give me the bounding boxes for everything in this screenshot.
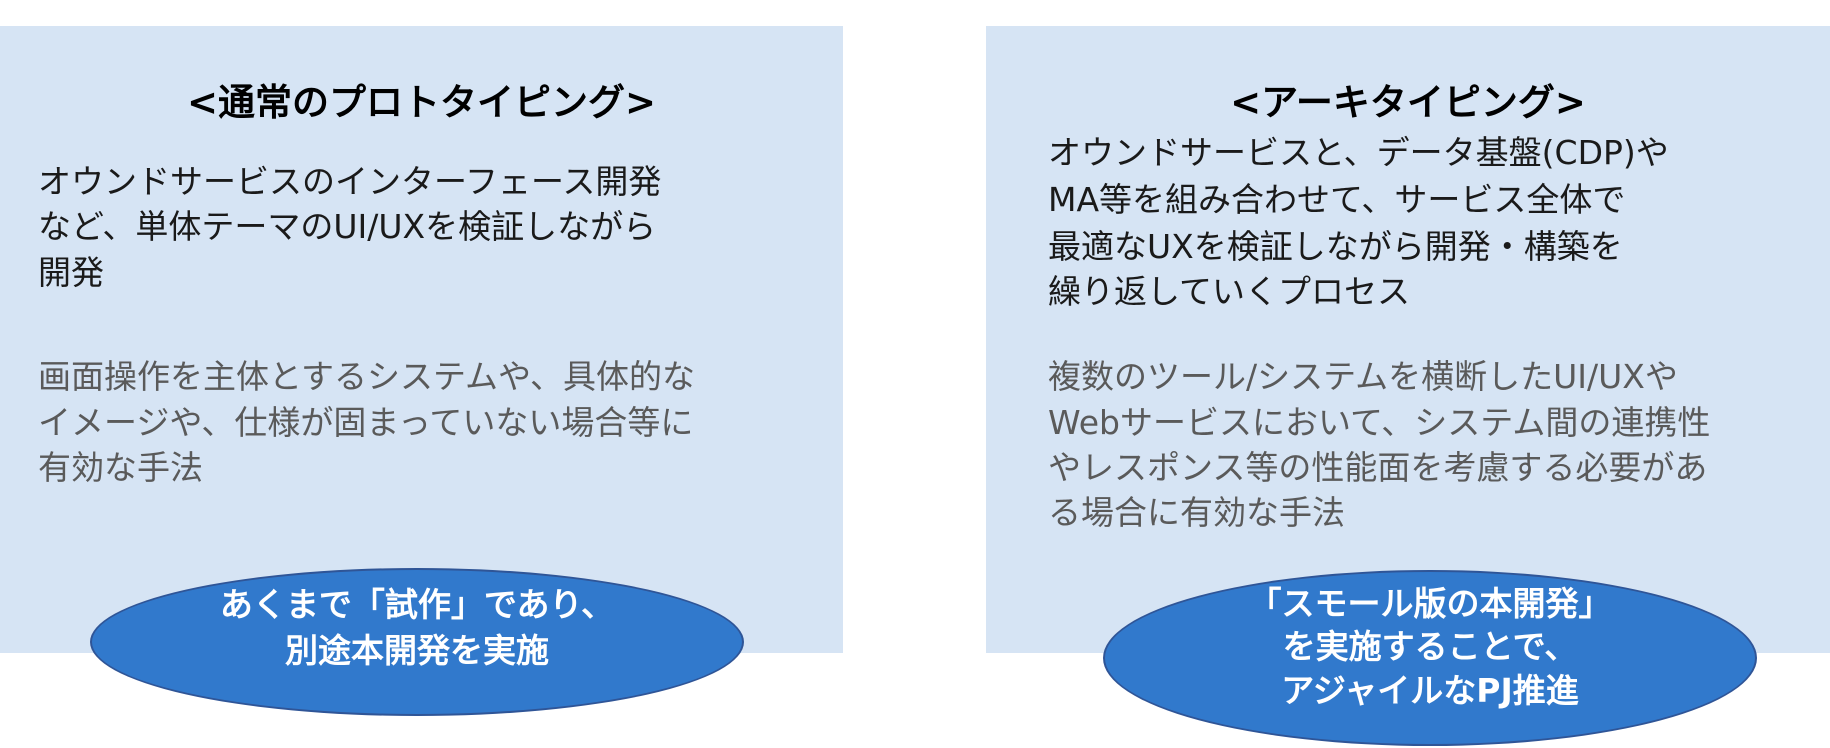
- right-description-line: 繰り返していくプロセス: [1048, 272, 1411, 311]
- right-panel: <アーキタイピング> オウンドサービスと、データ基盤(CDP)や MA等を組み合…: [986, 26, 1830, 653]
- left-usecase-line: 有効な手法: [38, 448, 203, 487]
- right-panel-title: <アーキタイピング>: [1230, 81, 1586, 124]
- left-usecase-line: 画面操作を主体とするシステムや、具体的な: [38, 357, 696, 396]
- left-panel-title: <通常のプロトタイピング>: [186, 81, 656, 124]
- right-usecase-line: やレスポンス等の性能面を考慮する必要があ: [1048, 448, 1708, 487]
- left-description-line: 開発: [38, 253, 104, 292]
- left-usecase-line: イメージや、仕様が固まっていない場合等に: [38, 403, 694, 442]
- left-description-line: オウンドサービスのインターフェース開発: [38, 162, 662, 201]
- right-usecase-line: る場合に有効な手法: [1048, 493, 1345, 532]
- right-callout-line: 「スモール版の本開発」: [1248, 584, 1612, 623]
- left-callout-line: あくまで「試作」であり、: [219, 585, 615, 624]
- left-panel: <通常のプロトタイピング> オウンドサービスのインターフェース開発 など、単体テ…: [0, 26, 843, 653]
- right-callout-ellipse: 「スモール版の本開発」 を実施することで、 アジャイルなPJ推進: [1103, 570, 1757, 746]
- right-description-line: MA等を組み合わせて、サービス全体で: [1048, 180, 1626, 219]
- right-callout-line: を実施することで、: [1282, 627, 1578, 666]
- left-callout-line: 別途本開発を実施: [285, 631, 549, 670]
- left-description-line: など、単体テーマのUI/UXを検証しながら: [38, 207, 657, 246]
- right-usecase-line: 複数のツール/システムを横断したUI/UXや: [1048, 357, 1678, 396]
- right-description-line: 最適なUXを検証しながら開発・構築を: [1048, 227, 1623, 266]
- right-description-line: オウンドサービスと、データ基盤(CDP)や: [1048, 133, 1669, 172]
- left-callout-ellipse: あくまで「試作」であり、 別途本開発を実施: [90, 568, 744, 716]
- right-callout-line: アジャイルなPJ推進: [1281, 671, 1579, 710]
- right-usecase-line: Webサービスにおいて、システム間の連携性: [1048, 403, 1711, 442]
